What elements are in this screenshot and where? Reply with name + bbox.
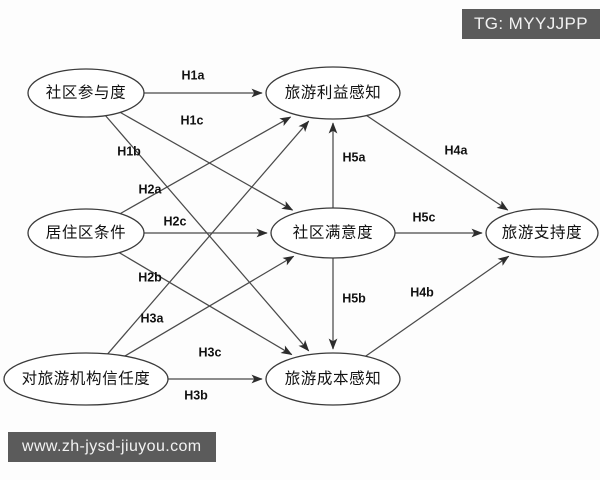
node-label-satisfaction: 社区满意度 [293,223,374,242]
node-ellipse-benefits [265,66,401,120]
node-ellipse-participation [27,68,145,118]
edge-label-h1b: H1b [117,144,141,158]
node-label-costs: 旅游成本感知 [285,370,382,388]
node-label-support: 旅游支持度 [502,224,583,242]
node-ellipse-satisfaction [270,207,396,259]
edge-label-h3b: H3b [184,388,208,402]
edge-label-h4b: H4b [410,285,434,299]
node-support[interactable]: 旅游支持度 [485,208,599,258]
node-label-conditions: 居住区条件 [46,224,127,242]
node-ellipse-trust [3,352,169,406]
node-ellipse-support [485,208,599,258]
edge-label-h3a: H3a [141,311,165,325]
edge-label-h4a: H4a [445,143,469,157]
node-costs[interactable]: 旅游成本感知 [265,352,401,406]
edge-label-h5a: H5a [343,150,367,164]
node-conditions[interactable]: 居住区条件 [27,208,145,258]
edges-layer [105,88,510,384]
edge-h4a [366,114,509,211]
edge-label-h2c: H2c [164,214,187,228]
node-ellipse-conditions [27,208,145,258]
edge-h2a [119,116,292,215]
node-ellipse-costs [265,352,401,406]
edge-h3a [107,120,310,355]
edge-label-h1c: H1c [181,113,204,127]
edge-h4b [365,255,510,357]
edge-label-h5b: H5b [342,291,366,305]
node-benefits[interactable]: 旅游利益感知 [265,66,401,120]
edge-label-h1a: H1a [182,68,206,82]
edge-label-h3c: H3c [199,345,222,359]
edge-label-h2a: H2a [139,182,163,196]
tg-badge: TG: MYYJJPP [462,9,600,39]
watermark-badge: www.zh-jysd-jiuyou.com [8,432,216,462]
edge-h1c [119,111,294,211]
node-participation[interactable]: 社区参与度 [27,68,145,118]
edge-h3c [124,255,295,357]
edge-label-h2b: H2b [138,270,162,284]
node-trust[interactable]: 对旅游机构信任度 [3,352,169,406]
edge-label-h5c: H5c [413,210,436,224]
node-label-participation: 社区参与度 [46,84,127,102]
node-label-trust: 对旅游机构信任度 [22,370,151,388]
node-satisfaction[interactable]: 社区满意度 [270,207,396,259]
node-label-benefits: 旅游利益感知 [285,84,382,102]
edge-h2b [118,252,293,356]
